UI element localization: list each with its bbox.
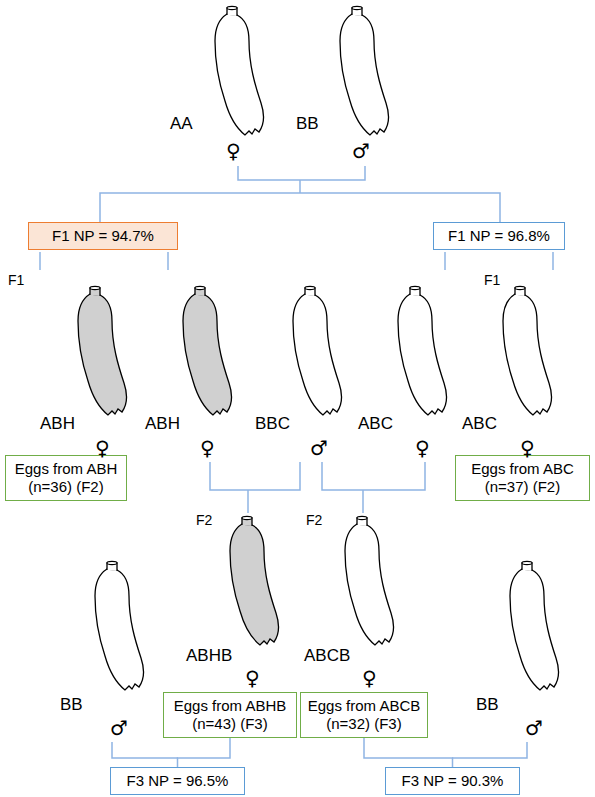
female-worm	[345, 516, 393, 645]
hybrid-worm	[230, 516, 278, 645]
box-text: Eggs from ABH (n=36) (F2)	[12, 460, 120, 496]
sex-symbol: ♀	[245, 667, 260, 690]
box-text: F3 NP = 96.5%	[117, 772, 238, 790]
female-worm	[503, 286, 551, 415]
generation-label: F2	[306, 512, 322, 528]
eggs-box: Eggs from ABH (n=36) (F2)	[5, 455, 127, 501]
female-worm	[215, 6, 263, 135]
generation-label: F1	[484, 272, 500, 288]
sex-symbol: ♀	[415, 437, 430, 460]
box-text: F3 NP = 90.3%	[392, 772, 513, 790]
female-worm	[398, 286, 446, 415]
sex-symbol: ♂	[525, 717, 543, 740]
np-box: F1 NP = 94.7%	[28, 222, 178, 250]
generation-label: F1	[8, 272, 24, 288]
box-text: Eggs from ABHB (n=43) (F3)	[170, 697, 290, 733]
sex-symbol: ♀	[95, 437, 110, 460]
sex-symbol: ♀	[226, 140, 241, 163]
np-box: F1 NP = 96.8%	[433, 222, 565, 250]
genotype-label: ABH	[40, 414, 75, 434]
genotype-label: AA	[170, 114, 193, 134]
genotype-label: ABC	[358, 414, 393, 434]
genotype-label: ABC	[462, 414, 497, 434]
hybrid-worm	[78, 286, 126, 415]
genotype-label: BBC	[255, 414, 290, 434]
sex-symbol: ♀	[200, 437, 215, 460]
genotype-label: BB	[60, 695, 83, 715]
sex-symbol: ♂	[352, 140, 370, 163]
box-text: Eggs from ABC (n=37) (F2)	[462, 460, 583, 496]
male-worm	[510, 561, 558, 690]
box-text: Eggs from ABCB (n=32) (F3)	[307, 697, 421, 733]
genotype-label: ABH	[145, 414, 180, 434]
box-text: F1 NP = 96.8%	[440, 227, 558, 245]
box-text: F1 NP = 94.7%	[35, 227, 171, 245]
np-box: F3 NP = 90.3%	[385, 767, 520, 795]
sex-symbol: ♂	[310, 437, 328, 460]
sex-symbol: ♀	[520, 437, 535, 460]
eggs-box: Eggs from ABHB (n=43) (F3)	[163, 692, 297, 738]
genotype-label: ABCB	[304, 646, 350, 666]
genotype-label: BB	[476, 695, 499, 715]
male-worm	[340, 6, 388, 135]
male-worm	[95, 561, 143, 690]
hybrid-worm	[183, 286, 231, 415]
connector	[364, 738, 453, 767]
sex-symbol: ♀	[362, 667, 377, 690]
genotype-label: BB	[296, 114, 319, 134]
eggs-box: Eggs from ABCB (n=32) (F3)	[300, 692, 428, 738]
generation-label: F2	[196, 512, 212, 528]
male-worm	[293, 286, 341, 415]
eggs-box: Eggs from ABC (n=37) (F2)	[455, 455, 590, 501]
np-box: F3 NP = 96.5%	[110, 767, 245, 795]
sex-symbol: ♂	[110, 717, 128, 740]
connector	[178, 738, 231, 767]
genotype-label: ABHB	[186, 646, 232, 666]
